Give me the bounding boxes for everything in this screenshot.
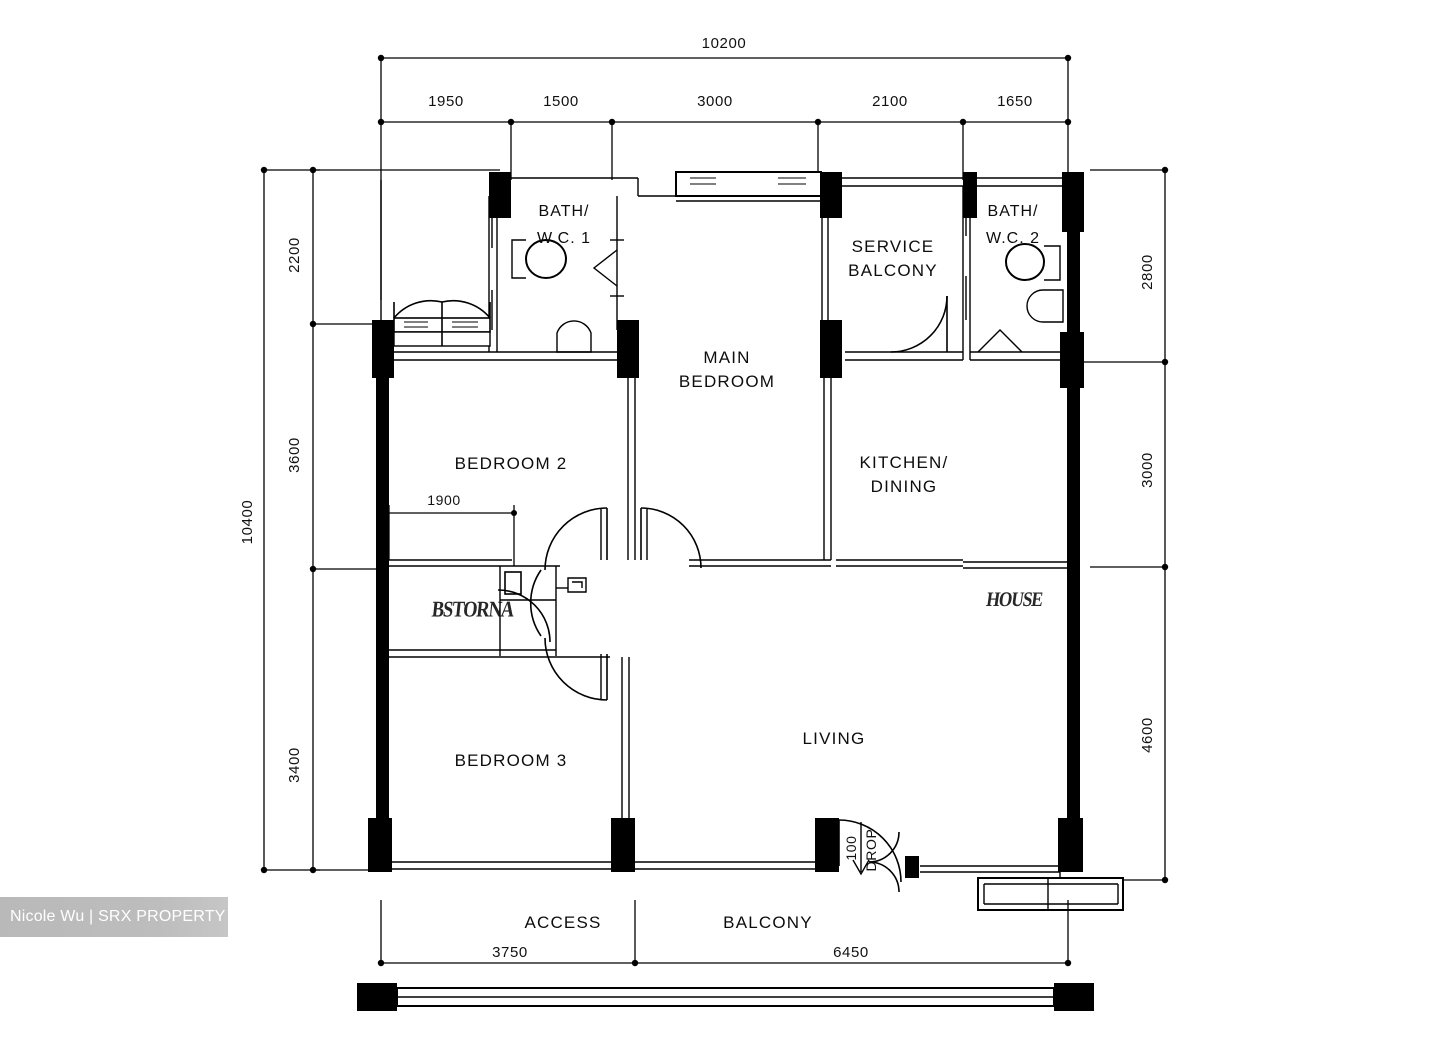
label-bath-wc-1-line1: BATH/ [539,203,590,220]
dim-right-seg-3: 4600 [1139,717,1156,753]
floor-trap-wc2 [977,329,1023,353]
label-service-balcony-line1: SERVICE [852,237,935,256]
label-obscured-left: BSTORNA [431,598,516,622]
dim-bedroom2-width: 1900 [427,492,461,508]
column-right-top [1062,172,1084,232]
basin-wc2 [1026,289,1064,323]
dim-top-seg-2: 1500 [543,93,579,110]
balcony-door [838,819,919,893]
label-bath-wc-2-line1: BATH/ [988,203,1039,220]
dim-left-seg-2: 3600 [286,437,303,473]
dim-top-seg-4: 2100 [872,93,908,110]
toilet-bowl-wc1 [525,239,567,279]
bottom-boundary-rail [357,983,1094,1011]
building-walls [368,171,1084,873]
label-kitchen-dining-line2: DINING [871,477,938,496]
label-balcony: BALCONY [723,913,813,932]
right-dimension-chain: 2800 3000 4600 [1080,166,1169,884]
column-left-top [372,320,394,378]
label-bedroom-2: BEDROOM 2 [455,454,568,473]
dim-left-overall: 10400 [239,500,256,545]
column-bath2-left [963,172,977,218]
column-mid-lower [611,818,635,872]
drop-annotation: 100 DROP [843,829,879,872]
dim-top-seg-1: 1950 [428,93,464,110]
column-kitchen-upper [820,320,842,378]
room-labels: BATH/ W.C. 1 BATH/ W.C. 2 SERVICE BALCON… [431,203,1044,932]
label-service-balcony-line2: BALCONY [848,261,938,280]
drop-arrow-icon [852,859,870,876]
label-bath-wc-2-line2: W.C. 2 [986,230,1040,247]
label-bedroom-3: BEDROOM 3 [455,751,568,770]
label-living: LIVING [803,729,866,748]
drop-label: DROP [863,829,879,872]
bedroom2-width-dimension: 1900 [388,492,517,566]
dim-top-overall: 10200 [702,35,747,52]
column-left-bottom [368,818,392,872]
dim-top-seg-3: 3000 [697,93,733,110]
column-mid-upper [617,320,639,378]
label-main-bedroom-line1: MAIN [703,348,750,367]
dim-right-seg-2: 3000 [1139,452,1156,488]
dim-bottom-seg-2: 6450 [833,944,869,961]
dim-left-seg-3: 3400 [286,747,303,783]
plumbing-fixtures [511,239,1064,353]
column-right-bottom [1058,818,1083,872]
dim-top-seg-5: 1650 [997,93,1033,110]
bottom-dimension-chain: 3750 6450 [377,900,1072,967]
dim-bottom-seg-1: 3750 [492,944,528,961]
label-obscured-right: HOUSE [985,589,1044,612]
drop-value: 100 [843,835,859,860]
dim-right-seg-1: 2800 [1139,254,1156,290]
column-bath1-topleft [489,172,511,218]
watermark-srx-property: Nicole Wu | SRX PROPERTY [0,897,228,937]
left-dimension-chain: 10400 2200 3600 3400 [239,166,500,874]
basin-wc1 [556,320,592,353]
label-main-bedroom-line2: BEDROOM [679,372,775,391]
label-bath-wc-1-line2: W.C. 1 [537,230,591,247]
column-balcony-left [815,818,839,872]
balcony-planter [977,872,1124,911]
label-kitchen-dining-line1: KITCHEN/ [860,453,949,472]
dim-left-seg-1: 2200 [286,237,303,273]
column-service-topleft [820,172,842,218]
label-access: ACCESS [524,913,601,932]
door-swings [491,196,967,893]
toilet-bowl-wc2 [1005,243,1045,281]
top-dimension-chain: 10200 1950 1500 3000 2100 1650 [377,35,1072,300]
main-bedroom-window [675,171,822,202]
